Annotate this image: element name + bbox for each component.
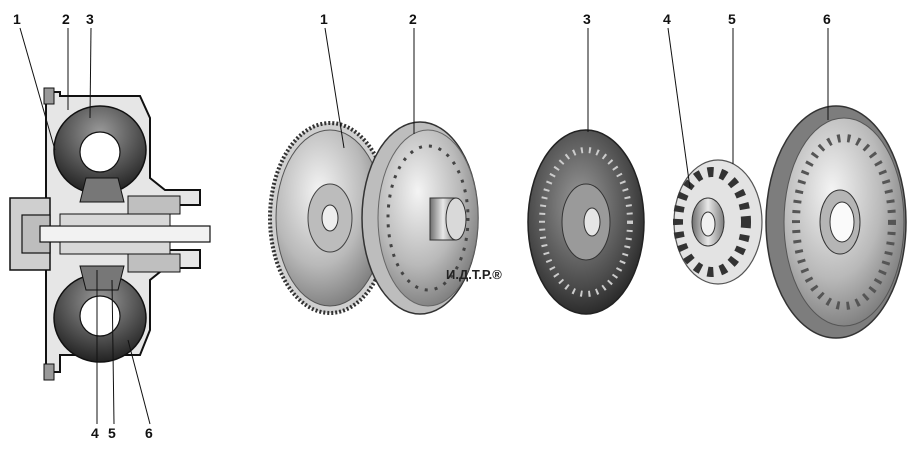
lower-stator-block	[79, 265, 125, 291]
section-leader-6	[127, 339, 151, 425]
cover-face	[377, 129, 479, 307]
section-callout-5: 5	[108, 425, 116, 441]
exploded-callout-4: 4	[663, 11, 671, 27]
upper-torus-core	[79, 131, 121, 173]
pump-impeller	[765, 105, 907, 339]
exploded-leader-1	[324, 27, 345, 149]
section-leader-1	[19, 27, 56, 151]
exploded-callout-5: 5	[728, 11, 736, 27]
section-callout-1: 1	[13, 11, 21, 27]
watermark: И.Д.Т.Р.®	[446, 267, 502, 282]
lower-bolt	[43, 363, 55, 381]
section-leader-5	[111, 279, 115, 425]
pump-hub-lower	[127, 253, 181, 273]
cover-hub-bore	[445, 197, 467, 241]
input-shaft	[39, 225, 211, 243]
turbine	[527, 129, 645, 315]
pump-hub-upper	[127, 195, 181, 215]
impeller-blade-ring	[792, 134, 896, 310]
impeller-bore	[829, 201, 855, 243]
hub-sleeve-upper	[59, 213, 171, 227]
exploded-callout-2: 2	[409, 11, 417, 27]
upper-stator-block	[79, 177, 125, 203]
turbine-bore	[583, 207, 601, 237]
flywheel-bore	[321, 204, 339, 232]
section-callout-2: 2	[62, 11, 70, 27]
stator	[673, 159, 763, 285]
exploded-callout-1: 1	[320, 11, 328, 27]
stator-vanes	[673, 167, 751, 277]
section-callout-6: 6	[145, 425, 153, 441]
cover-slot-ring	[386, 144, 470, 292]
converter-cover	[361, 121, 479, 315]
section-callout-3: 3	[86, 11, 94, 27]
section-leader-3	[89, 27, 92, 119]
lower-torus-core	[79, 295, 121, 337]
exploded-leader-4	[667, 27, 691, 189]
hub-sleeve-lower	[59, 241, 171, 255]
cross-section-view: 1 2 3 4 5 6	[9, 11, 211, 441]
exploded-callout-3: 3	[583, 11, 591, 27]
exploded-callout-6: 6	[823, 11, 831, 27]
stator-bore	[700, 211, 716, 237]
turbine-blade-ring	[539, 147, 633, 297]
upper-bolt	[43, 87, 55, 105]
section-callout-4: 4	[91, 425, 99, 441]
